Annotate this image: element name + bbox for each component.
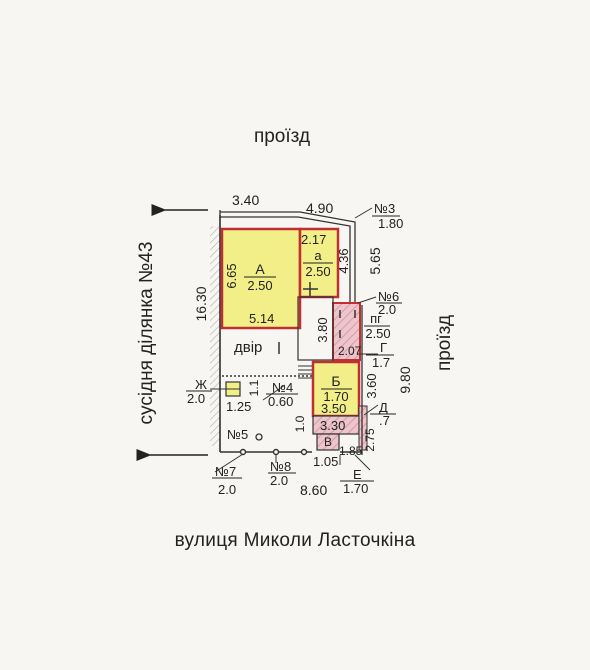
svg-text:1.80: 1.80 (378, 216, 403, 231)
svg-text:2.0: 2.0 (218, 482, 236, 497)
dim-v-len: 1.85 (339, 444, 363, 458)
street-label: вулиця Миколи Ласточкіна (174, 530, 416, 551)
dim-right-total: 9.80 (397, 366, 413, 393)
dim-n4-v: 1.1 (247, 379, 261, 396)
leader-lines (210, 207, 379, 473)
svg-text:Е: Е (353, 467, 362, 482)
fence-n3 (219, 210, 356, 305)
building-b-label: Б 1.70 (321, 373, 352, 404)
svg-text:а: а (314, 248, 322, 263)
well-n5 (255, 433, 263, 441)
dim-right-outer: 5.65 (367, 247, 383, 274)
structure-d (358, 405, 368, 451)
svg-text:2.50: 2.50 (365, 326, 390, 341)
svg-text:2.50: 2.50 (247, 278, 272, 293)
dim-zh-w: 1.25 (226, 399, 251, 414)
left-boundary (210, 215, 221, 452)
dim-top-right: 4.90 (306, 200, 333, 216)
dim-under-b: 3.30 (320, 418, 345, 433)
svg-text:1.70: 1.70 (343, 481, 368, 496)
dim-sa-top: 2.17 (301, 232, 326, 247)
top-road-label: проїзд (254, 126, 310, 147)
svg-text:.7: .7 (379, 413, 390, 428)
yard-label: двір (234, 339, 262, 356)
building-a (220, 227, 302, 330)
building-v (316, 433, 340, 451)
g-label: Г 1.7 (366, 340, 394, 370)
e-label: Е 1.70 (340, 467, 374, 496)
dim-d-len: 2.75 (363, 428, 377, 452)
svg-text:№3: №3 (374, 201, 395, 216)
dim-n5-v: 1.0 (293, 415, 307, 432)
dim-left-total: 16.30 (193, 286, 209, 321)
dim-right-upper: 4.36 (336, 248, 351, 273)
svg-text:2.0: 2.0 (378, 302, 396, 317)
svg-text:2.50: 2.50 (305, 264, 330, 279)
n8-label: №8 2.0 (268, 459, 296, 488)
svg-text:Ж: Ж (195, 377, 207, 392)
annex-a-label: а 2.50 (303, 248, 333, 279)
svg-text:Б: Б (331, 373, 340, 389)
d-label: Д .7 (370, 400, 396, 428)
dim-gate: 1.05 (313, 454, 338, 469)
svg-text:1.70: 1.70 (323, 389, 348, 404)
svg-text:№6: №6 (378, 289, 399, 304)
building-v-label: В (324, 435, 332, 449)
dim-mid: 3.80 (315, 317, 330, 342)
dim-a-width: 5.14 (249, 311, 274, 326)
svg-text:1.7: 1.7 (372, 355, 390, 370)
zh-label: Ж 2.0 (186, 377, 212, 406)
dim-a-height: 6.65 (224, 263, 239, 288)
n7-label: №7 2.0 (212, 464, 242, 497)
svg-text:№4: №4 (272, 380, 293, 395)
bottom-fence (220, 448, 362, 456)
dim-b-height: 3.60 (364, 373, 379, 398)
dim-b-width: 3.50 (321, 401, 346, 416)
right-road-label: проїзд (434, 315, 455, 371)
svg-text:Г: Г (380, 340, 387, 355)
svg-text:2.0: 2.0 (270, 473, 288, 488)
svg-text:2.0: 2.0 (187, 391, 205, 406)
n3-label: №3 1.80 (372, 201, 403, 231)
svg-text:А: А (255, 261, 265, 277)
svg-text:Д: Д (379, 400, 388, 415)
svg-text:№7: №7 (215, 464, 236, 479)
passage-block (297, 296, 334, 361)
n6-label: №6 2.0 (376, 289, 402, 317)
door-markers (303, 282, 356, 338)
svg-text:пг: пг (370, 311, 382, 326)
neighbor-plot-label: сусідня ділянка №43 (136, 242, 157, 425)
dim-top-left: 3.40 (232, 192, 259, 208)
building-a-label: А 2.50 (244, 261, 276, 293)
n4-label: №4 0.60 (266, 380, 298, 409)
svg-text:№8: №8 (270, 459, 291, 474)
steps (298, 365, 312, 379)
n5-label: №5 (227, 427, 248, 442)
annex-pg-label: пг 2.50 (364, 311, 391, 341)
dim-bottom-total: 8.60 (300, 482, 327, 498)
dim-b-top: 2.07 (338, 344, 362, 358)
svg-text:0.60: 0.60 (268, 394, 293, 409)
